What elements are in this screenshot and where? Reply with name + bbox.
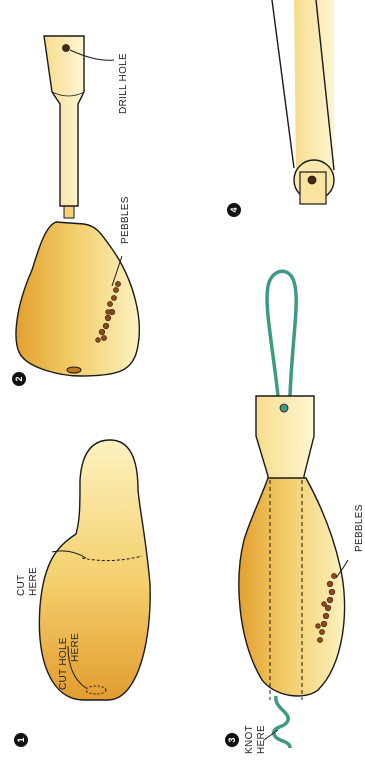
label-pebbles-2: PEBBLES [120, 196, 131, 244]
step-3-knot [274, 696, 290, 748]
step-4-stick-edge-left [272, 0, 294, 168]
label-cut-hole-2: HERE [70, 633, 81, 662]
label-pebbles-3: PEBBLES [354, 504, 365, 552]
label-cut-here-2: HERE [28, 567, 39, 596]
step-4-tenon-hole [308, 176, 316, 184]
step-2-gourd [16, 222, 139, 376]
step-2-bottom-hole [67, 367, 81, 373]
step-2-number: 2 [14, 376, 24, 381]
step-2-handle [44, 36, 84, 206]
step-2-stick-end [64, 206, 74, 218]
step-3-handle-hole [280, 404, 288, 412]
step-3-number: 3 [227, 737, 237, 742]
step-1-gourd [39, 440, 150, 700]
label-knot-here: HERE [256, 725, 267, 754]
label-drill-hole: DRILL HOLE [118, 53, 129, 114]
step-4-stick [294, 0, 334, 176]
label-knot: KNOT [244, 725, 255, 754]
label-cut-hole-1: CUT HOLE [58, 637, 69, 690]
step-1-number: 1 [16, 737, 26, 742]
label-cut-here-1: CUT [16, 575, 27, 596]
step-2-drill-hole [63, 45, 70, 52]
step-3-cord-loop [267, 271, 296, 396]
step-3-group: KNOT HERE PEBBLES 3 [225, 271, 365, 754]
step-2-group: DRILL HOLE PEBBLES 2 [12, 36, 139, 386]
step-3-gourd [239, 478, 345, 696]
step-4-group: 4 [227, 0, 334, 217]
step-4-number: 4 [229, 207, 239, 212]
step-1-group: CUT HERE CUT HOLE HERE 1 [14, 440, 150, 747]
